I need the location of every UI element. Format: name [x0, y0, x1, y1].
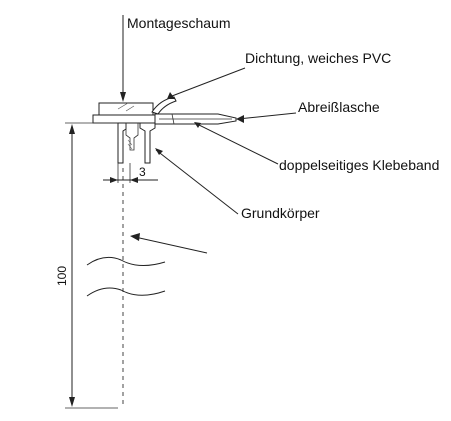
profile-body [117, 122, 156, 164]
base-plate [92, 114, 160, 124]
width-dimension-label: 3 [139, 165, 146, 179]
leader-lines [120, 15, 297, 254]
dimension-height: 100 [55, 122, 118, 409]
foam-block [98, 102, 154, 116]
break-lines [86, 256, 166, 297]
label-dichtung: Dichtung, weiches PVC [245, 50, 391, 66]
height-dimension-label: 100 [55, 266, 69, 286]
seal-lip [151, 96, 177, 115]
label-montageschaum: Montageschaum [127, 15, 231, 31]
label-klebeband: doppelseitiges Klebeband [279, 157, 439, 173]
tear-off-tab [154, 113, 237, 125]
label-grundkoerper: Grundkörper [241, 205, 320, 221]
dimension-width: 3 [103, 163, 158, 183]
label-abreisslasche: Abreißlasche [298, 99, 380, 115]
